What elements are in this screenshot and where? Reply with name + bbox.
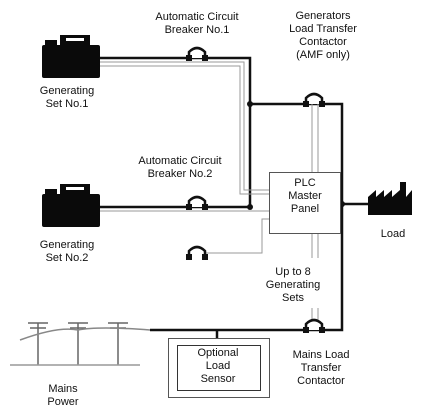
sensor-label-line1: Optional (197, 347, 239, 359)
acb1-label: Automatic Circuit Breaker No.1 (142, 11, 252, 37)
junction-dot (247, 101, 253, 107)
sensor-label-line3: Sensor (200, 373, 236, 385)
gen-contactor-line (250, 102, 344, 207)
circuit-breaker-3-icon (186, 245, 208, 260)
mains-contactor-label: Mains Load Transfer Contactor (276, 349, 366, 388)
load-factory-icon (368, 182, 412, 215)
plc-label-line3: Panel (290, 203, 320, 215)
acb2-label: Automatic Circuit Breaker No.2 (125, 155, 235, 181)
mains-contactor-label-line3: Contactor (297, 375, 345, 387)
acb2-label-line2: Breaker No.2 (147, 168, 213, 180)
up-to-8-label-line2: Generating (265, 279, 321, 291)
mains-contactor-icon (303, 318, 325, 333)
gen1-feed-line (100, 56, 252, 104)
circuit-breaker-2-icon (186, 195, 208, 210)
plc-master-panel (269, 172, 341, 234)
control-lines (100, 61, 319, 330)
gen-contactor-label-line2: Load Transfer (289, 23, 357, 35)
gen-contactor-label-line3: Contactor (299, 36, 347, 48)
mains-contactor-label-line1: Mains Load (292, 349, 350, 361)
control-line-gen3 (205, 218, 269, 254)
plc-label-line1: PLC (294, 177, 316, 189)
up-to-8-label-line1: Up to 8 (275, 266, 311, 278)
circuit-breaker-1-icon (186, 46, 208, 61)
up-to-8-label-line3: Sets (281, 292, 304, 304)
generating-set-1-icon (42, 35, 100, 78)
up-to-8-label: Up to 8 Generating Sets (253, 266, 333, 305)
gen-set2-label: Generating Set No.2 (22, 239, 112, 265)
gen-contactor-icon (303, 92, 325, 107)
gen-contactor-label-line1: Generators (295, 10, 351, 22)
gen-set1-label-line1: Generating (39, 85, 95, 97)
sensor-label: Optional Load Sensor (176, 347, 260, 386)
control-line-gen1 (100, 61, 269, 191)
mains-power-label: Mains Power (38, 383, 88, 409)
acb2-label-line1: Automatic Circuit (138, 155, 222, 167)
sensor-label-line2: Load (205, 360, 231, 372)
acb1-label-line1: Automatic Circuit (155, 11, 239, 23)
load-sensor-inner (177, 345, 261, 391)
gen-set2-label-line1: Generating (39, 239, 95, 251)
generating-set-2-icon (42, 184, 100, 227)
gen-set1-label-line2: Set No.1 (45, 98, 89, 110)
mains-contactor-label-line2: Transfer (300, 362, 342, 374)
gen-set1-label: Generating Set No.1 (22, 85, 112, 111)
mains-feed-line (150, 207, 344, 332)
load-label: Load (380, 228, 406, 240)
acb1-label-line2: Breaker No.1 (164, 24, 230, 36)
power-lines (100, 56, 368, 346)
mains-power-label-line2: Power (47, 396, 79, 408)
gen-set2-label-line2: Set No.2 (45, 252, 89, 264)
mains-power-pylons-icon (10, 322, 151, 366)
mains-power-label-line1: Mains (48, 383, 78, 395)
junction-dot (247, 204, 253, 210)
plc-label-line2: Master (288, 190, 322, 202)
control-line-gen1b (100, 65, 269, 195)
gen-contactor-label: Generators Load Transfer Contactor (AMF … (268, 10, 378, 62)
gen-contactor-label-line4: (AMF only) (296, 49, 350, 61)
load-sensor-box (168, 338, 270, 398)
plc-label: PLC Master Panel (269, 177, 341, 216)
